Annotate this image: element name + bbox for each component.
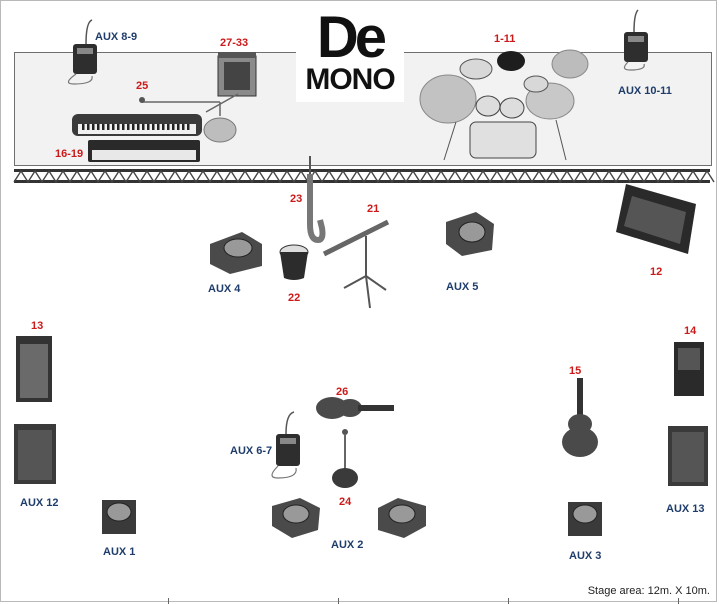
aux-4-label: AUX 4 [208,283,241,295]
scale-tick [678,598,679,604]
keyboard-key [172,124,175,130]
scale-tick [168,598,169,604]
keyboard-key [97,124,100,130]
scale-tick [338,598,339,604]
aux-6-7-label: AUX 6-7 [230,445,273,457]
guitar-amp-icon [616,184,696,254]
aux-13-label: AUX 13 [666,503,705,515]
bass-amp-icon [16,336,52,402]
keyboard-key [137,124,140,130]
keyboard-key [122,124,125,130]
monitor-wedge-icon [446,212,494,256]
monitor-wedge-icon [272,498,320,538]
keyboard-key [127,124,130,130]
keyboard-key [112,124,115,130]
ch-27-33-label: 27-33 [220,37,249,49]
ch-25-label: 25 [136,80,149,92]
saxophone-icon [307,156,326,244]
aux-1-label: AUX 1 [103,546,136,558]
acoustic-guitar-icon [316,397,394,419]
keyboard-key [132,124,135,130]
guitar-amp-icon [674,342,704,396]
percussion-icon [279,244,309,280]
ch-13-label: 13 [31,320,44,332]
monitor-wedge-icon [210,232,262,274]
vocal-mic-stand-icon [332,429,358,488]
ch-24-label: 24 [339,496,352,508]
keyboard-key [157,124,160,130]
iem-transmitter-icon [623,9,648,71]
scale-tick [508,598,509,604]
stage-area-note: Stage area: 12m. X 10m. [587,585,710,597]
keyboard-rig-icon [72,114,202,162]
aux-8-9-label: AUX 8-9 [95,31,138,43]
keyboard-key [92,124,95,130]
side-fill-speaker-icon [14,424,56,484]
aux-5-label: AUX 5 [446,281,479,293]
ch-14-label: 14 [684,325,697,337]
ch-26-label: 26 [336,386,349,398]
mic-stand-icon [139,93,239,143]
aux-12-label: AUX 12 [20,497,59,509]
ch-1-11-label: 1-11 [494,33,516,45]
aux-3-label: AUX 3 [569,550,602,562]
acoustic-guitar-icon [562,378,598,457]
ch-23-label: 23 [290,193,303,205]
logo-text-mono: MONO [305,63,395,96]
drum-kit-icon [419,49,589,161]
lighting-truss [13,169,715,184]
keyboard-key [167,124,170,130]
ch-12-label: 12 [650,266,663,278]
keyboard-key [102,124,105,130]
monitor-wedge-icon [378,498,426,538]
iem-transmitter-icon [271,411,300,479]
keyboard-key [107,124,110,130]
keyboard-key [147,124,150,130]
keyboard-key [117,124,120,130]
keyboard-key [187,124,190,130]
aux-10-11-label: AUX 10-11 [618,85,672,97]
ch-16-19-label: 16-19 [55,148,84,160]
logo-text-de: De [316,5,387,70]
keyboard-key [142,124,145,130]
ch-21-label: 21 [367,203,380,215]
ch-15-label: 15 [569,365,582,377]
monitor-wedge-icon [568,502,602,536]
aux-2-label: AUX 2 [331,539,364,551]
side-fill-speaker-icon [668,426,708,486]
keyboard-key [162,124,165,130]
band-logo [296,10,404,102]
keyboard-key [182,124,185,130]
iem-transmitter-icon [67,19,97,85]
keyboard-key [177,124,180,130]
instrument-mic-stand-icon [322,219,390,309]
keyboard-key [87,124,90,130]
ch-22-label: 22 [288,292,301,304]
monitor-wedge-icon [102,500,136,534]
keyboard-key [152,124,155,130]
keyboard-amp-icon [217,52,257,97]
keyboard-key [82,124,85,130]
